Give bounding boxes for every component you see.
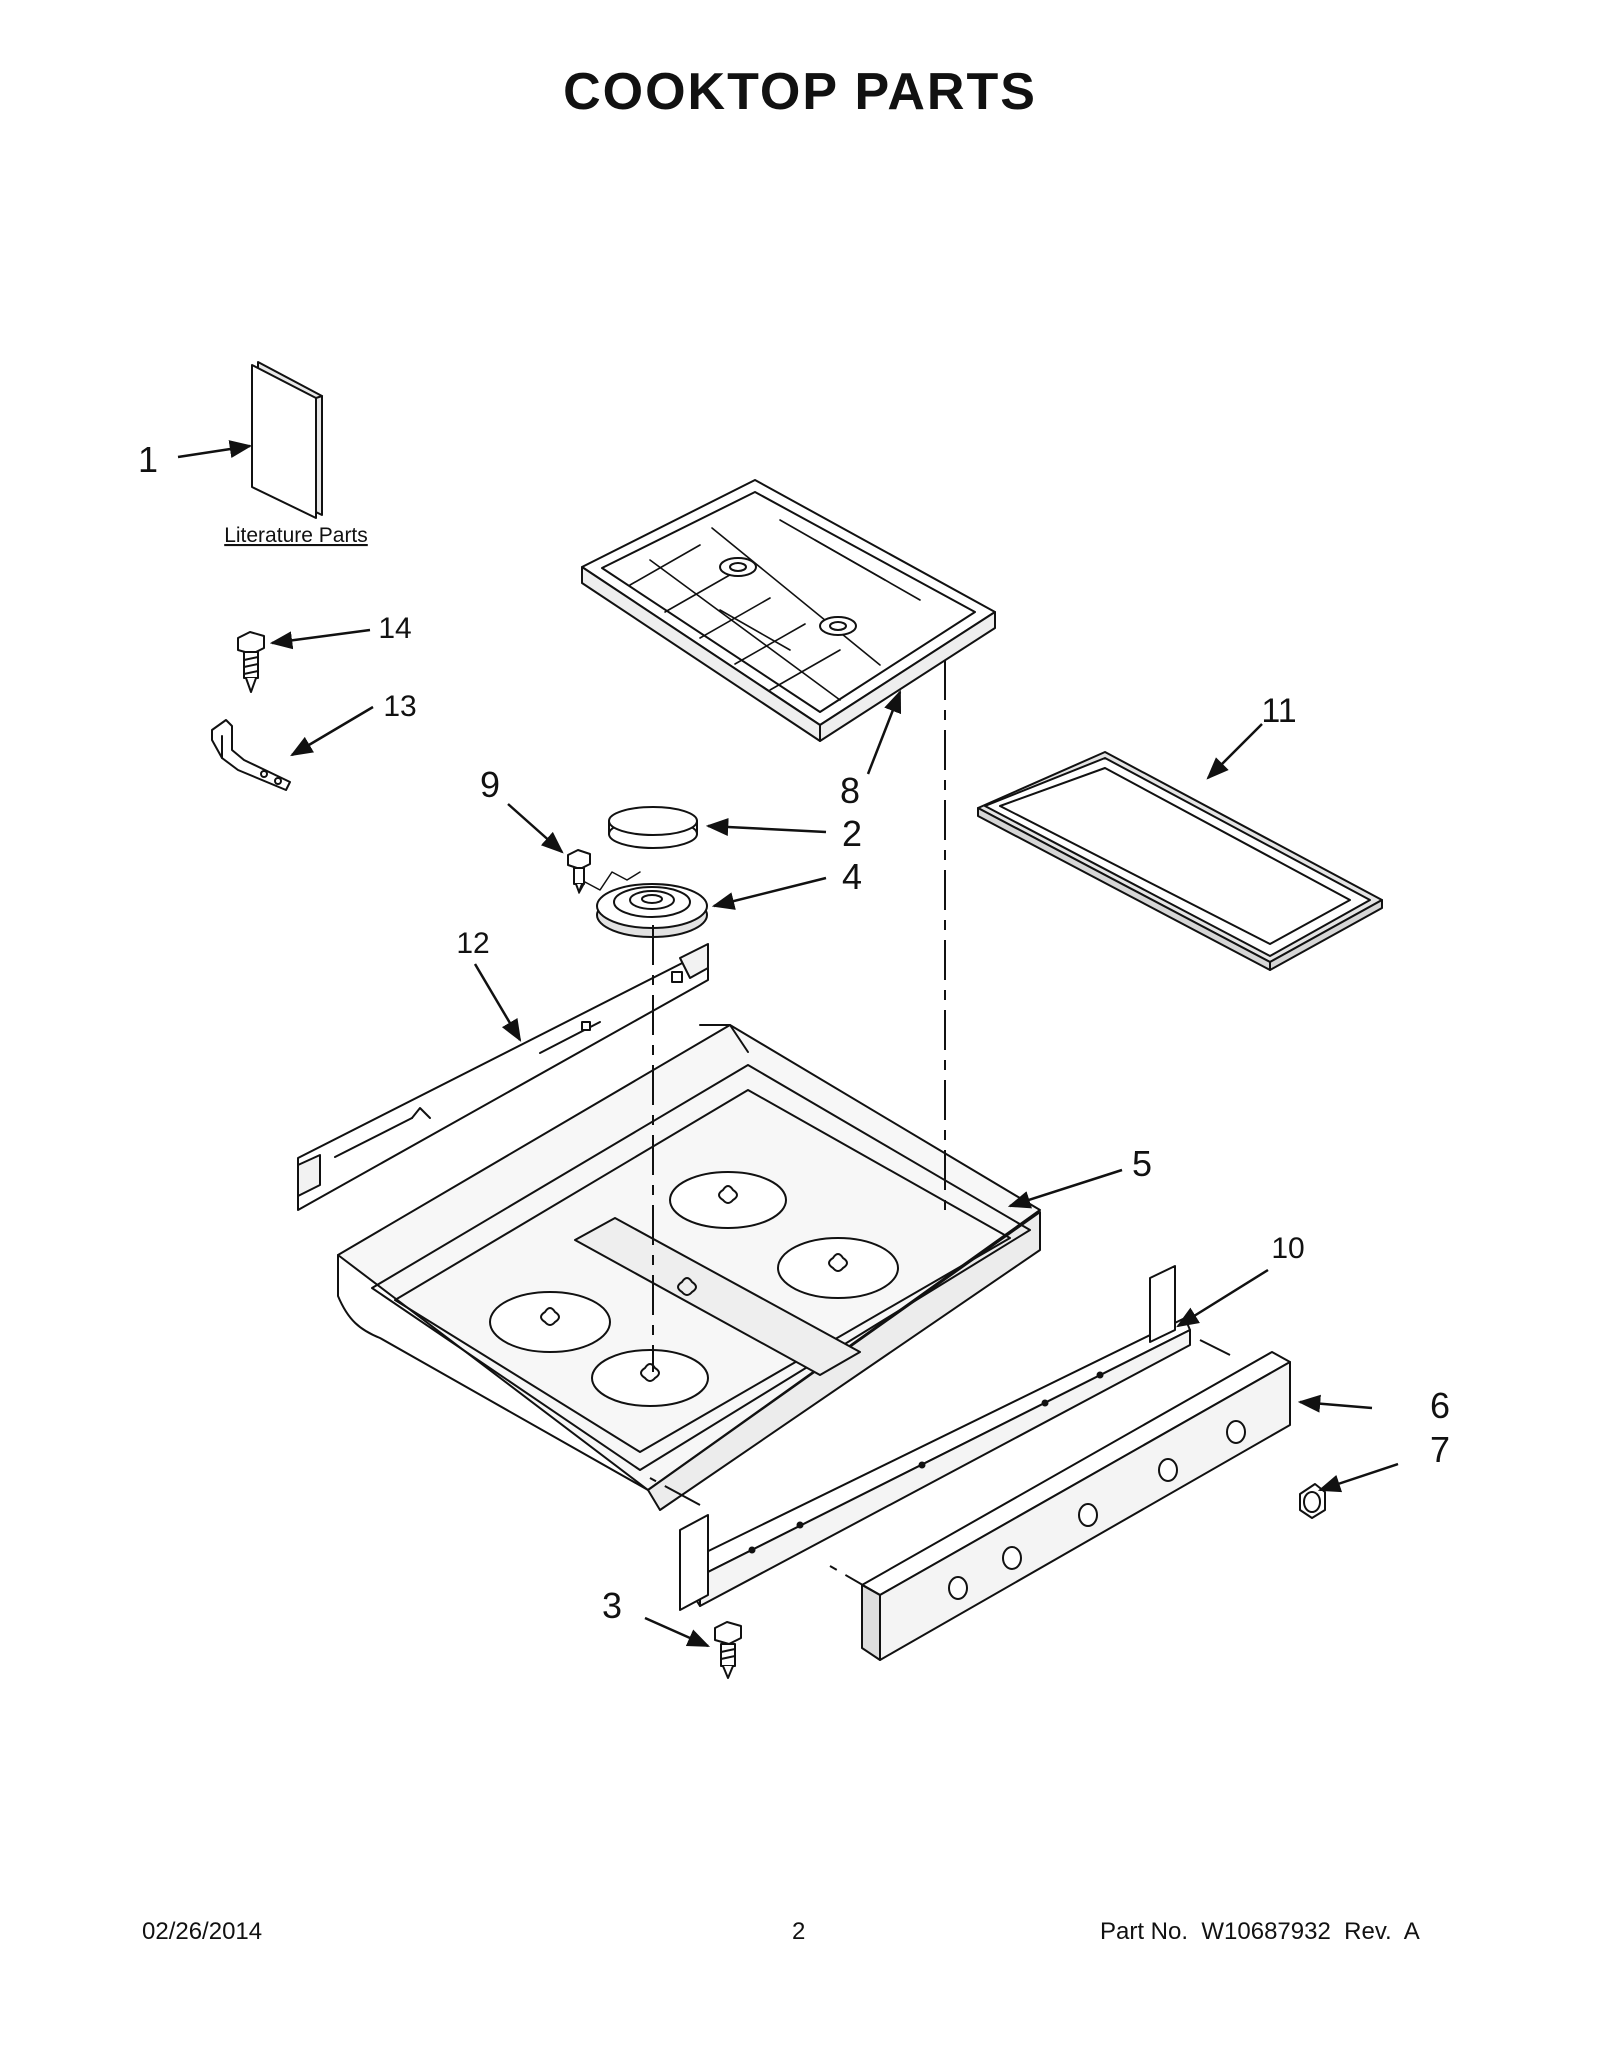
literature-parts-label: Literature Parts: [224, 524, 368, 547]
footer-part-number: Part No. W10687932 Rev. A: [1100, 1918, 1420, 1945]
callout-4: 4: [842, 856, 862, 897]
callout-9: 9: [480, 764, 500, 805]
page-title: COOKTOP PARTS: [563, 63, 1037, 121]
burner-cap-part-2: [608, 806, 698, 849]
callout-10: 10: [1271, 1232, 1304, 1265]
callout-14: 14: [378, 612, 411, 645]
footer-date: 02/26/2014: [142, 1918, 263, 1945]
griddle-part-11: [977, 751, 1383, 971]
callout-13: 13: [383, 690, 416, 723]
cooktop-part-5: [337, 1024, 1041, 1511]
burner-base-part-4: [596, 883, 708, 938]
callout-2: 2: [842, 813, 862, 854]
bracket-part-13: [211, 719, 291, 791]
literature-booklet: [251, 361, 323, 519]
screw-part-9: [567, 849, 591, 893]
callout-7: 7: [1430, 1429, 1450, 1470]
shield-part-12: [297, 943, 709, 1211]
screw-part-3: [714, 1621, 742, 1679]
callout-12: 12: [456, 927, 489, 960]
callout-5: 5: [1132, 1143, 1152, 1184]
footer-page-number: 2: [792, 1918, 806, 1945]
callout-8: 8: [840, 770, 860, 811]
grate-part-8: [581, 479, 996, 742]
callout-6: 6: [1430, 1385, 1450, 1426]
knob-part-7: [1299, 1483, 1326, 1519]
callout-11: 11: [1261, 692, 1296, 730]
callout-3: 3: [602, 1585, 622, 1626]
screw-part-14: [237, 631, 265, 693]
control-panel-part-6: [861, 1351, 1291, 1661]
callout-1: 1: [138, 439, 158, 480]
manifold-bracket-part-10: [679, 1265, 1191, 1611]
